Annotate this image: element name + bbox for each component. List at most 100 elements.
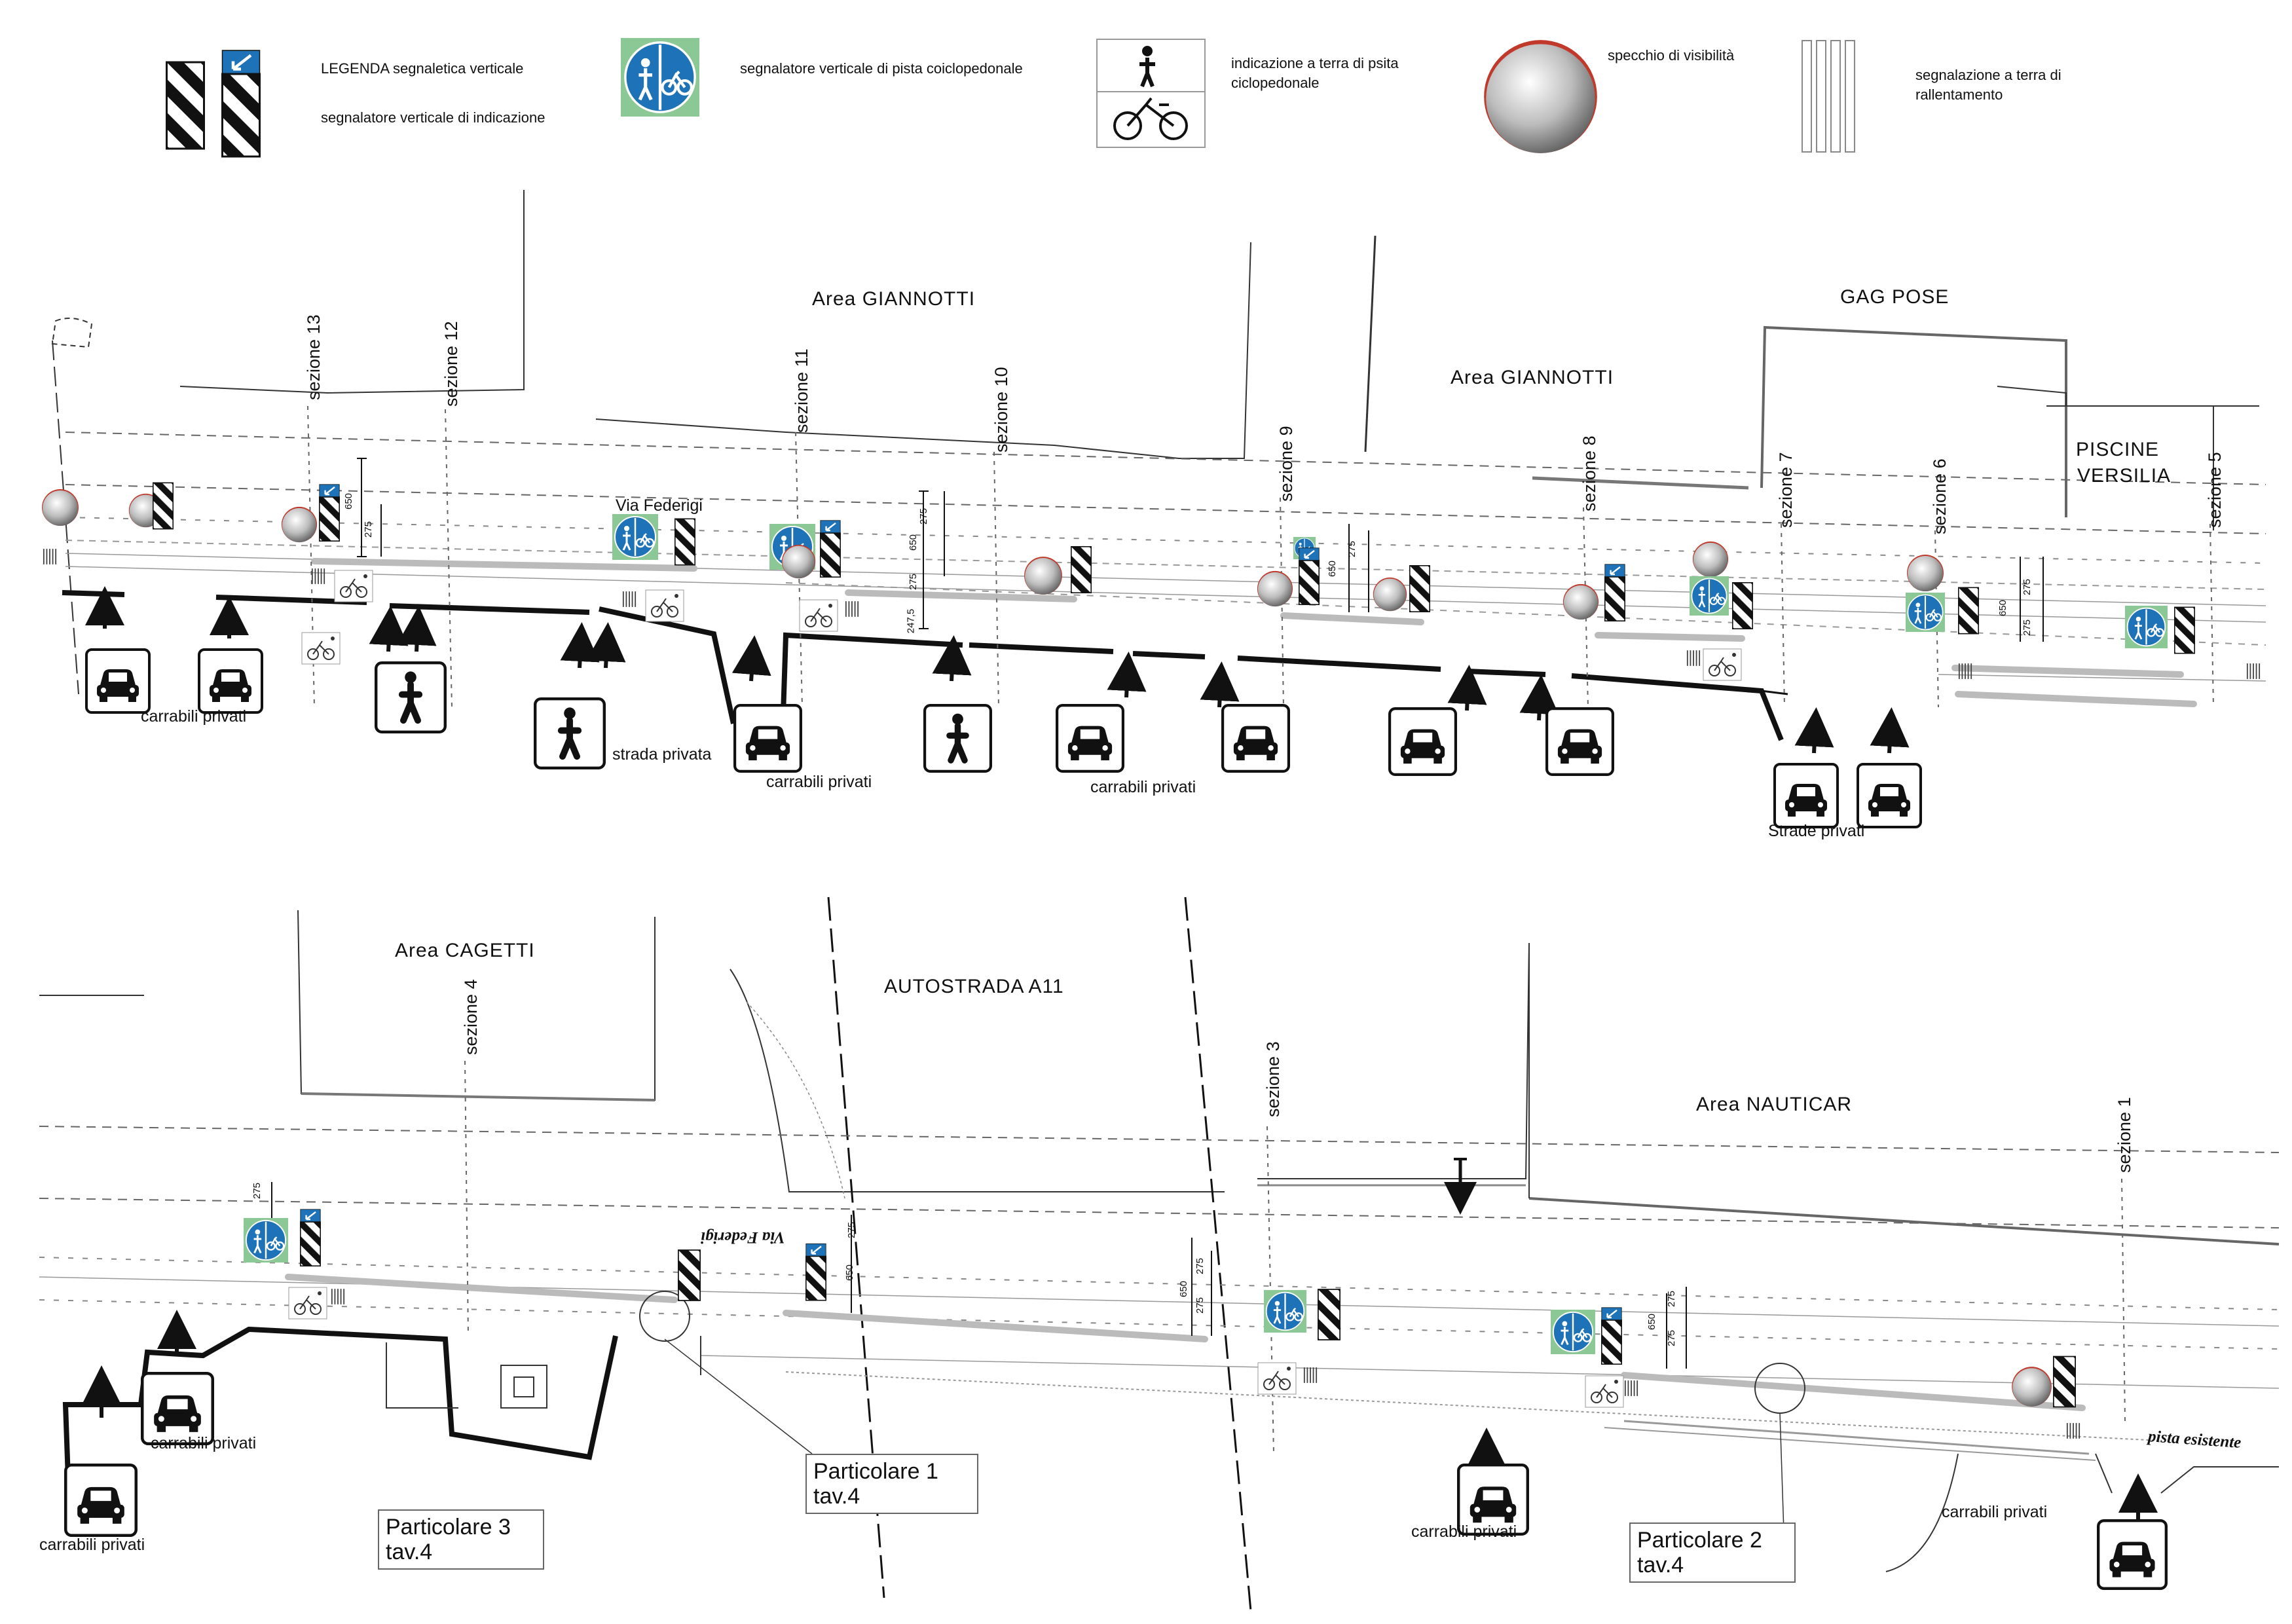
access-label: Strade privati — [1768, 822, 1865, 840]
access-label: strada privata — [612, 745, 712, 764]
dimension-label: 650 — [1178, 1280, 1190, 1298]
indicator-icon — [2174, 606, 2195, 654]
ground-cycle-mark-icon — [288, 1287, 327, 1320]
dimension-label: 650 — [343, 492, 355, 510]
slowdown-mark-icon — [311, 568, 325, 585]
area-label: PISCINE — [2076, 439, 2160, 460]
access-label: carrabili privati — [1942, 1503, 2048, 1521]
car-access-icon — [735, 705, 801, 771]
legend-indicator-icon — [167, 62, 204, 149]
ground-cycle-mark-icon — [334, 570, 373, 602]
area-label: VERSILIA — [2077, 465, 2172, 487]
section-label: sezione 12 — [441, 321, 461, 407]
car-access-icon — [1547, 709, 1613, 775]
ground-cycle-mark-icon — [1703, 648, 1742, 681]
ground-cycle-mark-icon — [799, 599, 838, 632]
car-access-icon — [2098, 1521, 2166, 1589]
slowdown-mark-icon — [1303, 1367, 1318, 1384]
dimension-label: 650 — [1997, 599, 2009, 617]
area-label: Area GIANNOTTI — [1451, 367, 1614, 388]
indicator-arrow-icon — [1601, 1306, 1622, 1365]
mirror-icon — [281, 506, 318, 543]
detail-ref: tav.4 — [813, 1484, 860, 1509]
slowdown-mark-icon — [1686, 650, 1701, 667]
cycle-sign-icon — [1551, 1310, 1595, 1354]
car-access-icon — [65, 1465, 136, 1536]
detail-name: Particolare 3 — [386, 1515, 511, 1540]
area-label: GAG POSE — [1840, 286, 1950, 308]
dimension-label: 275 — [1194, 1257, 1206, 1275]
section-label: sezione 10 — [991, 367, 1011, 452]
car-access-icon — [142, 1373, 213, 1444]
area-label: Area NAUTICAR — [1696, 1094, 1853, 1115]
section-label: sezione 4 — [461, 979, 481, 1055]
legend-cycle-sign-label: segnalatore verticale di pista coicloped… — [740, 60, 1023, 77]
car-access-icon — [1223, 705, 1289, 771]
detail-ref: tav.4 — [386, 1540, 433, 1564]
indicator-arrow-icon — [300, 1208, 321, 1267]
dimension-label: 275 — [251, 1182, 263, 1200]
pedestrian-access-icon — [376, 663, 445, 732]
legend — [167, 38, 1855, 157]
section-label: sezione 9 — [1276, 426, 1296, 502]
cycle-sign-icon — [244, 1218, 288, 1263]
ground-cycle-mark-icon — [645, 589, 684, 622]
slowdown-mark-icon — [43, 548, 57, 565]
legend-ground-mark-label: indicazione a terra di psita ciclopedona… — [1231, 55, 1399, 91]
dimension-label: 275 — [1346, 540, 1358, 558]
mirror-icon — [1562, 583, 1599, 620]
car-access-icon — [1057, 705, 1123, 771]
dimension-label: 275 — [2022, 619, 2033, 637]
legend-ground-mark-icon — [1096, 39, 1206, 148]
indicator-icon — [2053, 1356, 2076, 1408]
section-label: sezione 5 — [2205, 452, 2225, 528]
section-label: sezione 8 — [1580, 435, 1599, 511]
legend-indicator-label: segnalatore verticale di indicazione — [321, 109, 545, 126]
dimension-label: 247,5 — [905, 608, 917, 634]
legend-cycle-sign-icon — [621, 38, 699, 117]
cycle-sign-icon — [1264, 1290, 1306, 1333]
dimension-label: 275 — [1194, 1297, 1206, 1314]
mirror-icon — [1907, 555, 1944, 591]
access-label: carrabili privati — [141, 707, 247, 726]
slowdown-mark-icon — [2246, 663, 2261, 680]
mirror-icon — [781, 544, 816, 579]
slowdown-mark-icon — [331, 1288, 345, 1305]
section-label: sezione 6 — [1930, 458, 1950, 534]
indicator-arrow-icon — [1604, 563, 1625, 622]
mirror-icon — [42, 489, 79, 526]
dimension-label: 275 — [2022, 578, 2033, 596]
dimension-label: 650 — [844, 1264, 856, 1282]
detail-callout: Particolare 2 tav.4 — [1629, 1522, 1796, 1583]
indicator-icon — [1732, 581, 1753, 630]
street-label: Via Federigi — [616, 496, 703, 515]
car-access-icon — [1773, 763, 1839, 828]
mirror-icon — [1692, 541, 1729, 578]
access-label: carrabili privati — [1090, 778, 1196, 796]
top-plan — [51, 190, 2266, 754]
access-label: carrabili privati — [151, 1434, 257, 1452]
cycle-sign-icon — [2125, 606, 2168, 648]
mirror-icon — [1024, 557, 1062, 595]
section-label: sezione 7 — [1776, 452, 1796, 528]
section-label: sezione 1 — [2115, 1097, 2134, 1173]
slowdown-mark-icon — [1624, 1380, 1638, 1397]
car-access-icon — [1857, 763, 1922, 828]
detail-callout: Particolare 3 tav.4 — [378, 1509, 544, 1570]
ground-cycle-mark-icon — [301, 632, 341, 665]
cycle-sign-icon — [1690, 576, 1729, 616]
indicator-icon — [1409, 564, 1430, 613]
legend-slowdown-icon — [1802, 40, 1855, 153]
car-access-icon — [198, 648, 263, 714]
area-label: AUTOSTRADA A11 — [884, 976, 1064, 997]
area-label: Area CAGETTI — [395, 940, 535, 961]
slowdown-mark-icon — [845, 600, 859, 618]
section-label: sezione 13 — [304, 314, 323, 400]
ground-cycle-mark-icon — [1585, 1375, 1624, 1408]
legend-mirror-label: specchio di visibilità — [1608, 47, 1735, 64]
indicator-icon — [153, 482, 174, 530]
dimension-label: 275 — [846, 1221, 858, 1239]
legend-indicator-arrow-icon — [223, 50, 260, 157]
detail-ref: tav.4 — [1637, 1553, 1684, 1578]
